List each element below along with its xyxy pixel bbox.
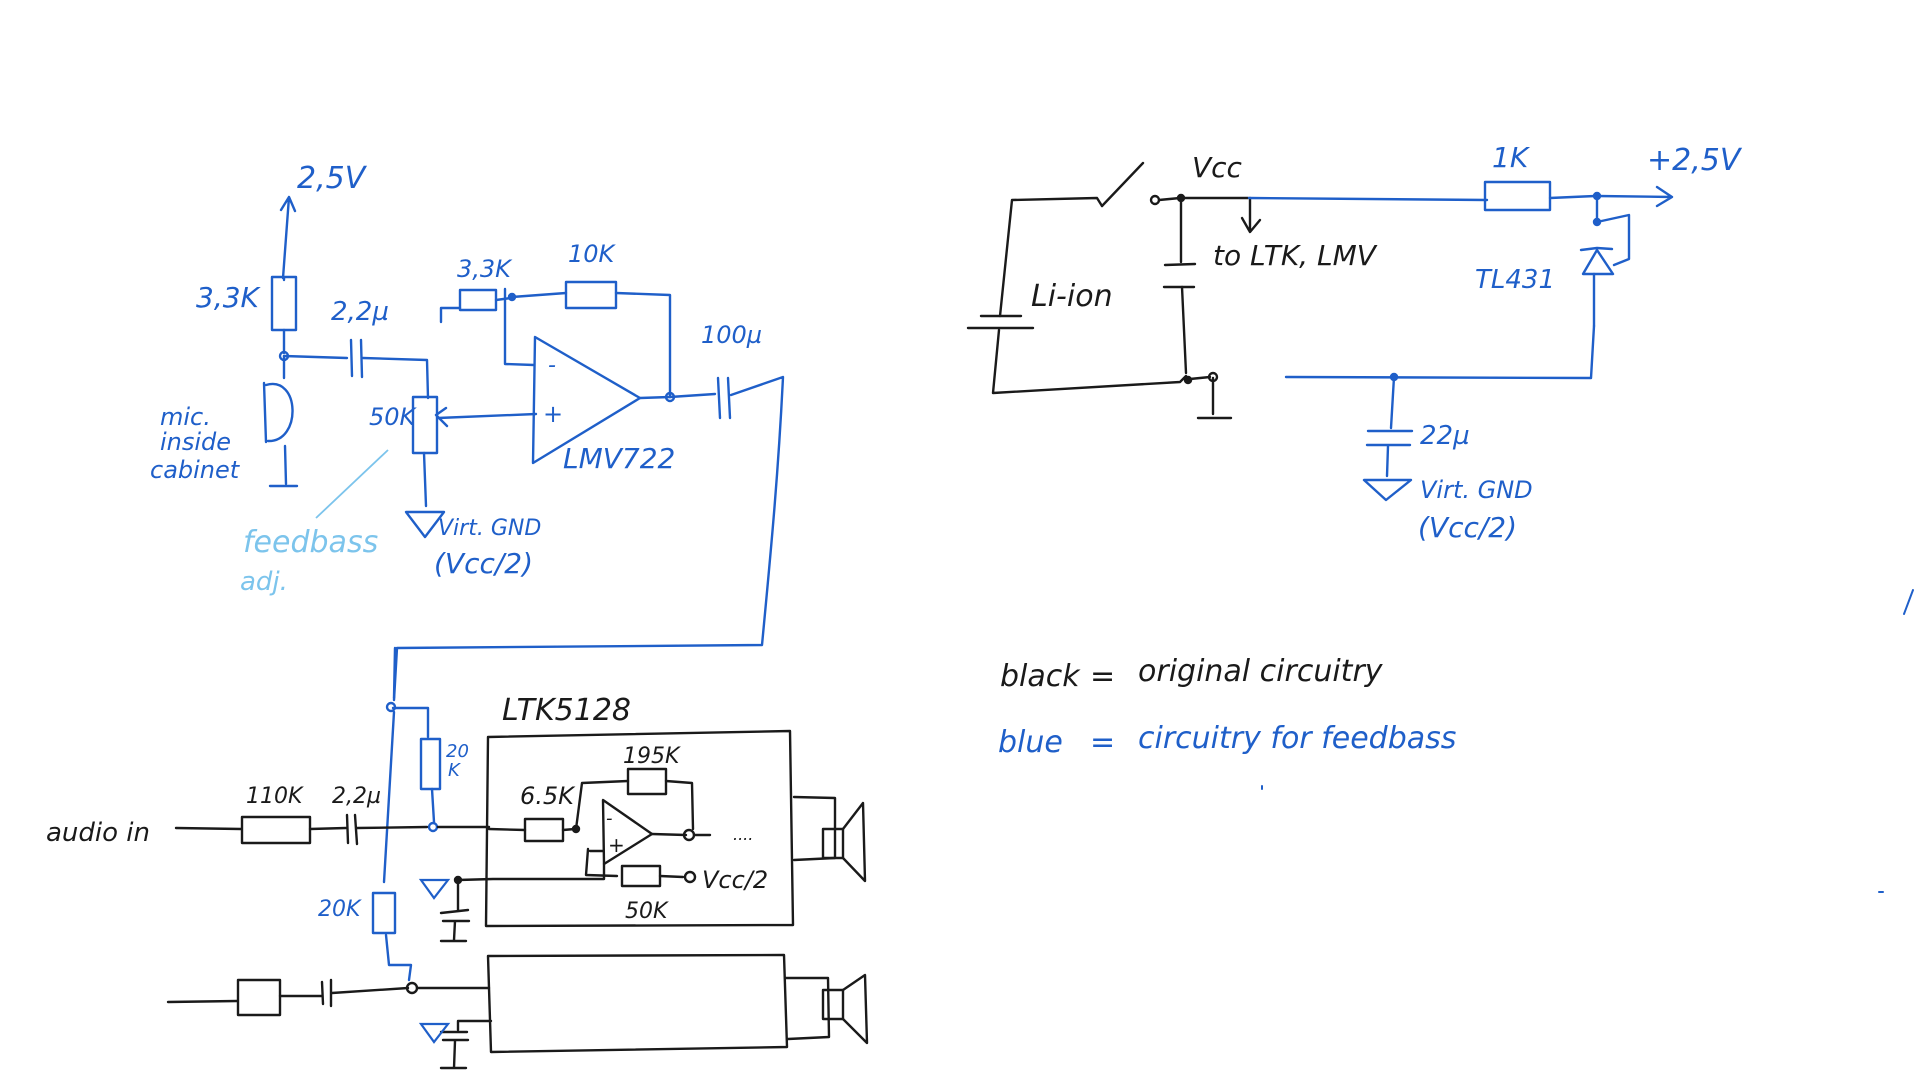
c22-ground xyxy=(1362,478,1413,502)
series-resistor-label: 1K xyxy=(1492,141,1531,174)
input-resistor xyxy=(458,288,498,312)
power-circuit-blue xyxy=(1247,180,1674,502)
opamp-minus-label: - xyxy=(548,353,556,378)
pot-wiper xyxy=(434,406,538,428)
amp-labels-blue: 20 K 20K xyxy=(318,741,469,922)
to-ltk-lmv-label: to LTK, LMV xyxy=(1213,239,1378,272)
supply-arrow xyxy=(279,195,297,280)
r-195k-label: 195K xyxy=(623,744,681,769)
speaker-1 xyxy=(821,827,845,860)
output-cap-label: 100µ xyxy=(701,321,762,349)
legend: black = original circuitry blue = circui… xyxy=(998,654,1456,760)
stray-marks xyxy=(1261,589,1914,893)
ltk5128-chip-2 xyxy=(486,953,789,1054)
series-resistor-1k xyxy=(1483,180,1552,212)
legend-black-key: black xyxy=(1000,659,1081,694)
lower-20k-label: 20K xyxy=(318,897,362,922)
audio-in-label: audio in xyxy=(46,818,150,848)
feedback-resistor-label: 10K xyxy=(568,240,617,268)
c22-label: 22µ xyxy=(1420,421,1470,451)
opamp-plus-label: + xyxy=(543,400,563,428)
legend-blue-eq: = xyxy=(1090,725,1115,760)
legend-black-desc: original circuitry xyxy=(1138,654,1384,689)
amp-labels-black: LTK5128 audio in 110K 2,2µ 6.5K 195K 50K… xyxy=(46,693,768,924)
power-labels-blue: 1K +2,5V TL431 22µ Virt. GND (Vcc/2) xyxy=(1418,141,1743,544)
annotation-labels: feedbass adj. xyxy=(240,525,378,597)
upper-20k-label-2: K xyxy=(448,760,461,781)
upper-20k-label-1: 20 xyxy=(446,741,469,762)
amp-circuit-black xyxy=(166,729,869,1070)
upper-20k-resistor xyxy=(419,737,442,791)
regulator-label: TL431 xyxy=(1475,265,1555,295)
mic-label-line-2: inside xyxy=(160,428,231,456)
mic-vgnd-label: Virt. GND xyxy=(438,516,541,541)
microphone xyxy=(264,382,294,443)
output-voltage-label: +2,5V xyxy=(1647,143,1743,178)
r-195k xyxy=(626,767,668,796)
power-vgnd-label: Virt. GND xyxy=(1420,476,1533,504)
ltk-internal-opamp xyxy=(601,798,654,866)
legend-blue-desc: circuitry for feedbass xyxy=(1138,721,1456,756)
ltk-opamp-minus: - xyxy=(606,808,613,829)
ltk-opamp-plus: + xyxy=(608,833,625,857)
bias-resistor-label: 3,3K xyxy=(196,281,262,314)
r-6-5k xyxy=(523,817,565,843)
mic-vgnd-sub-label: (Vcc/2) xyxy=(434,547,533,580)
r-50k-label: 50K xyxy=(625,899,669,924)
feedback-resistor xyxy=(564,280,618,310)
mic-preamp-circuit xyxy=(262,195,785,702)
c-in-label: 2,2µ xyxy=(332,784,381,809)
legend-blue-key: blue xyxy=(998,725,1063,760)
bias-resistor xyxy=(270,275,298,332)
amp-circuit-blue xyxy=(371,646,442,982)
annotation-line-2: adj. xyxy=(240,567,288,597)
chip-label: LTK5128 xyxy=(502,693,631,728)
feedbass-pot xyxy=(411,395,439,455)
vcc-half-label: Vcc/2 xyxy=(702,866,768,894)
mic-label-line-1: mic. xyxy=(160,403,211,431)
lmv722-opamp xyxy=(531,335,642,465)
battery-label: Li-ion xyxy=(1031,279,1113,314)
tap-arrow xyxy=(1240,196,1262,234)
vcc-label: Vcc xyxy=(1192,151,1243,184)
mic-label-line-3: cabinet xyxy=(150,456,241,484)
annotation-pointer xyxy=(315,449,389,519)
supply-label: 2,5V xyxy=(297,161,368,196)
power-circuit-black xyxy=(966,161,1262,420)
r-50k xyxy=(620,864,662,888)
pot-label: 50K xyxy=(369,403,418,431)
legend-black-eq: = xyxy=(1090,659,1115,694)
input-resistor-110k xyxy=(240,815,312,845)
mic-circuit-labels: 2,5V 3,3K 2,2µ mic. inside cabinet 50K 3… xyxy=(150,161,762,580)
tl431-regulator xyxy=(1579,246,1615,276)
ltk5128-chip xyxy=(484,729,795,928)
annotation-line-1: feedbass xyxy=(243,525,378,560)
lower-20k-resistor xyxy=(371,891,397,935)
input-resistor-ch2 xyxy=(236,978,282,1017)
virtual-ground-symbol xyxy=(404,510,446,539)
speaker-2 xyxy=(821,988,845,1021)
power-labels-black: Vcc Li-ion to LTK, LMV xyxy=(1031,151,1378,314)
r-6-5k-label: 6.5K xyxy=(520,782,576,810)
output-dots: .... xyxy=(733,825,753,844)
amp-ground-blue xyxy=(418,878,451,1044)
power-vgnd-sub-label: (Vcc/2) xyxy=(1418,511,1517,544)
output-arrow xyxy=(1595,185,1674,208)
r-110k-label: 110K xyxy=(246,784,304,809)
coupling-cap-label: 2,2µ xyxy=(331,297,389,327)
input-resistor-label: 3,3K xyxy=(457,255,513,283)
opamp-name-label: LMV722 xyxy=(563,442,675,475)
